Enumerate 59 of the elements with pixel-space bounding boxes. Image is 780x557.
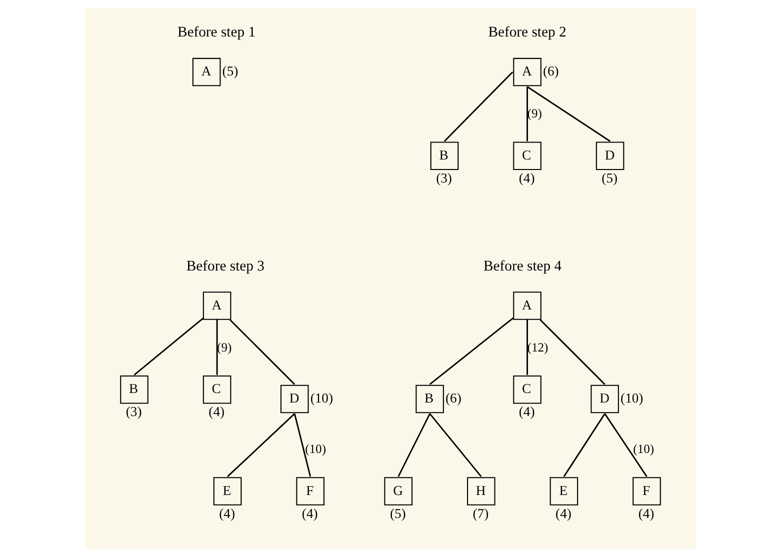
connector	[604, 413, 647, 477]
node-box: H	[466, 477, 495, 506]
connector	[428, 317, 514, 385]
node-label: (4)	[555, 506, 571, 521]
node-label: (4)	[518, 404, 534, 420]
node-box: D	[280, 384, 308, 414]
node-box: A	[512, 292, 541, 320]
connector	[397, 413, 430, 477]
connector	[228, 319, 295, 385]
connector	[226, 413, 295, 478]
node-label: (4)	[301, 506, 318, 521]
node-label: (4)	[518, 170, 534, 186]
edge-label: (10)	[632, 442, 654, 456]
node-label: (4)	[218, 506, 235, 521]
node-label: (5)	[222, 64, 238, 79]
node-box: B	[120, 375, 148, 404]
node-box: C	[512, 142, 541, 170]
edge-label: (12)	[526, 340, 548, 354]
node-box: F	[632, 477, 660, 506]
node-label: (10)	[310, 390, 333, 406]
node-box: A	[192, 58, 220, 86]
node-box: A	[512, 58, 541, 86]
label: Before step 2	[488, 24, 566, 41]
node-box: G	[384, 477, 412, 506]
node-label: (5)	[601, 170, 618, 186]
node-label: (6)	[542, 64, 558, 79]
node-box: C	[202, 375, 231, 404]
node-box: B	[430, 142, 458, 170]
node-label: (3)	[125, 404, 142, 420]
connector	[443, 72, 513, 142]
node-label: (4)	[638, 506, 654, 521]
node-box: B	[415, 384, 444, 414]
node-label: (7)	[472, 506, 488, 521]
edge-label: (10)	[304, 442, 326, 456]
node-label: (4)	[208, 404, 224, 420]
node-box: A	[202, 292, 231, 320]
node-box: D	[595, 142, 624, 170]
label: Before step 3	[186, 258, 264, 274]
node-label: (5)	[389, 506, 406, 521]
connector	[562, 413, 605, 477]
node-label: (10)	[620, 390, 643, 406]
node-box: E	[212, 477, 242, 506]
connector	[133, 317, 204, 376]
node-box: C	[512, 375, 541, 404]
connector	[293, 414, 311, 477]
edge-label: (9)	[526, 106, 542, 121]
node-box: F	[296, 477, 324, 506]
connector	[539, 319, 605, 385]
node-label: (3)	[436, 170, 452, 186]
connector	[428, 413, 482, 478]
connector	[526, 86, 610, 142]
node-label: (6)	[445, 390, 461, 406]
label: Before step 4	[482, 258, 562, 274]
label: Before step 1	[176, 24, 256, 41]
node-box: E	[549, 477, 578, 506]
node-box: D	[590, 384, 618, 414]
connector	[216, 320, 218, 375]
connector	[526, 86, 528, 142]
connector	[526, 320, 528, 375]
